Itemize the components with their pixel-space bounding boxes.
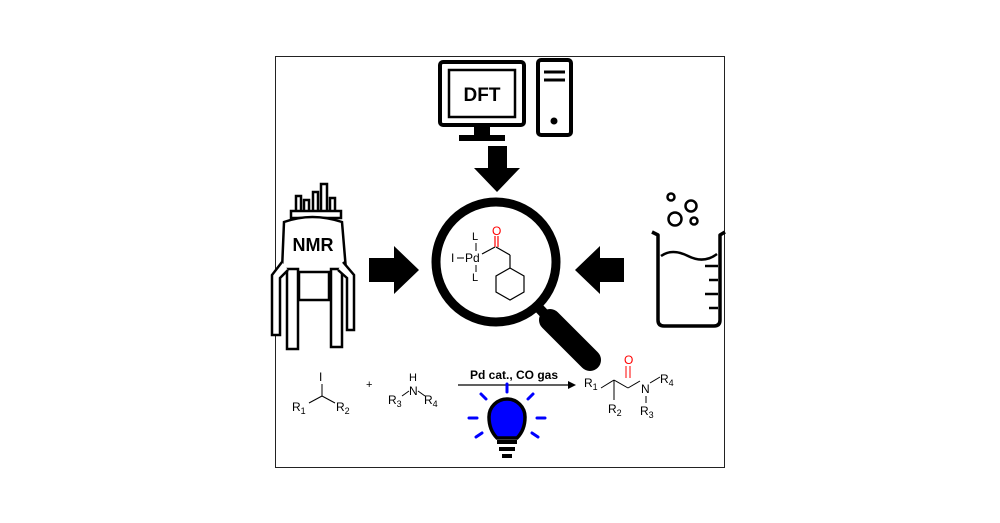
product-r3-label: R — [640, 404, 649, 418]
amine-structure: H N R3 R4 — [388, 372, 438, 409]
ligand-top: L — [472, 231, 478, 243]
product-r2-label: R — [608, 402, 617, 416]
pd-acyl-complex: L I Pd L O — [451, 224, 525, 301]
ligand-bottom: L — [472, 272, 478, 284]
iodine-atom: I — [319, 370, 322, 384]
product-r1-subscript: 1 — [593, 382, 598, 392]
product-oxygen: O — [624, 353, 633, 367]
product-r4-label: R — [660, 372, 669, 386]
magnifying-glass-icon — [431, 197, 601, 371]
arrow-right-icon — [369, 246, 419, 294]
reaction-conditions: Pd cat., CO gas — [470, 368, 558, 382]
amide-product-structure: O R1 N R4 R3 R2 — [584, 353, 674, 420]
svg-text:R4: R4 — [660, 372, 674, 388]
dft-label: DFT — [464, 85, 501, 106]
computer-monitor-icon — [438, 60, 526, 141]
svg-text:R1: R1 — [584, 376, 598, 392]
r4-label: R — [424, 393, 433, 407]
alkyl-iodide-structure: I R1 R2 — [292, 370, 350, 416]
product-r4-subscript: 4 — [669, 378, 674, 388]
arrow-left-icon — [575, 246, 624, 294]
product-r1-label: R — [584, 376, 593, 390]
svg-text:R1: R1 — [292, 400, 306, 416]
r4-subscript: 4 — [433, 399, 438, 409]
amine-h: H — [409, 372, 417, 384]
lightbulb-icon — [467, 382, 547, 458]
plus-sign: + — [366, 379, 372, 391]
svg-text:R2: R2 — [336, 400, 350, 416]
iodide-ligand: I — [451, 251, 454, 265]
r2-label: R — [336, 400, 345, 414]
svg-text:R3: R3 — [388, 393, 402, 409]
svg-text:R3: R3 — [640, 404, 654, 420]
r3-subscript: 3 — [397, 399, 402, 409]
r3-label: R — [388, 393, 397, 407]
amine-n: N — [409, 384, 418, 398]
svg-text:R2: R2 — [608, 402, 622, 418]
product-r2-subscript: 2 — [617, 408, 622, 418]
reaction-arrow-icon — [458, 381, 576, 389]
nmr-label: NMR — [293, 235, 334, 255]
r1-subscript: 1 — [301, 406, 306, 416]
arrow-down-icon — [474, 146, 520, 192]
computer-tower-icon — [536, 58, 573, 137]
product-r3-subscript: 3 — [649, 410, 654, 420]
svg-text:R4: R4 — [424, 393, 438, 409]
carbonyl-oxygen: O — [492, 224, 501, 238]
r1-label: R — [292, 400, 301, 414]
r2-subscript: 2 — [345, 406, 350, 416]
nmr-spectrometer-icon — [270, 182, 356, 351]
beaker-icon — [651, 192, 726, 328]
product-nitrogen: N — [641, 382, 650, 396]
palladium-center: Pd — [465, 251, 480, 265]
